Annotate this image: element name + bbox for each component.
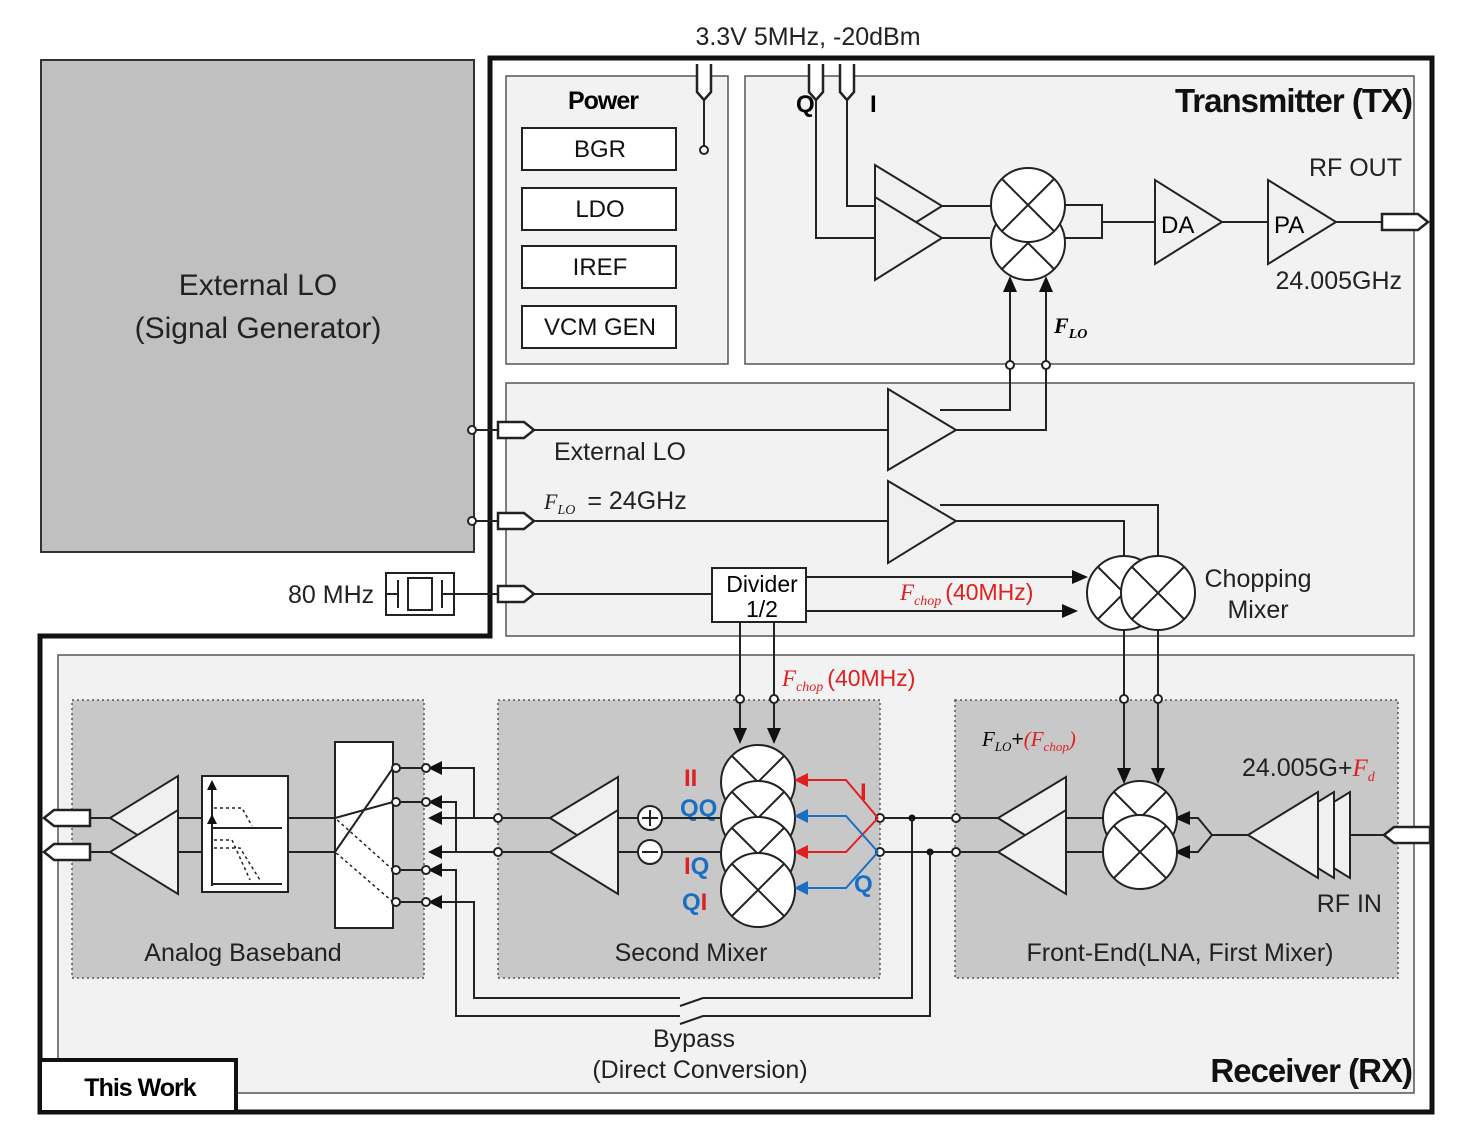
second-mixer-label: Second Mixer — [615, 939, 768, 967]
first-mixer-q — [1102, 814, 1178, 890]
flo-port — [496, 511, 537, 531]
crystal-label: 80 MHz — [288, 581, 374, 609]
crystal-port — [496, 584, 537, 604]
tx-i-pin — [838, 64, 875, 207]
supply-pin — [695, 64, 713, 155]
svg-text:1/2: 1/2 — [746, 596, 778, 622]
rf-out-port — [1380, 212, 1431, 232]
baseband-amp-2 — [108, 808, 179, 896]
lo-flo-label: FLO= 24GHz — [543, 487, 687, 518]
power-block-iref: IREF — [521, 245, 677, 289]
lna-icon — [1246, 790, 1351, 880]
tx-i-label: I — [870, 91, 877, 118]
second-mixer-qi — [720, 852, 796, 928]
power-block-vcm-gen: VCM GEN — [521, 305, 677, 349]
external-lo-subtitle: (Signal Generator) — [135, 312, 382, 345]
chopping-mixer-label-2: Mixer — [1227, 596, 1288, 624]
rx-frequency-label: 24.005G+Fd — [1242, 754, 1376, 785]
rx-i-arrow-label: I — [860, 779, 867, 806]
svg-text:BGR: BGR — [574, 136, 626, 163]
tx-q-pin — [807, 64, 875, 239]
rf-in-port — [1381, 825, 1432, 845]
power-title: Power — [568, 87, 639, 115]
tag-qi: QI — [682, 889, 707, 916]
tx-pa-label: PA — [1274, 212, 1304, 239]
external-lo-title: External LO — [179, 269, 337, 302]
rf-out-label: RF OUT — [1309, 154, 1402, 182]
power-block-ldo: LDO — [521, 187, 677, 231]
tx-title: Transmitter (TX) — [1175, 82, 1412, 119]
this-work-box — [38, 1058, 238, 1114]
rx-q-arrow-label: Q — [854, 871, 873, 898]
chopping-mixer-label-1: Chopping — [1204, 565, 1311, 593]
svg-text:VCM GEN: VCM GEN — [544, 314, 656, 341]
svg-text:IREF: IREF — [573, 254, 628, 281]
rf-in-label: RF IN — [1317, 890, 1382, 918]
lo-fchop-label: Fchop(40MHz) — [899, 579, 1033, 609]
tag-iq: IQ — [684, 853, 709, 880]
tx-power-amp — [1267, 178, 1338, 266]
external-lo-port — [496, 420, 537, 440]
tx-mixer-i — [990, 167, 1066, 243]
tag-ii: II — [684, 765, 697, 792]
lo-buffer-rx — [887, 479, 958, 565]
front-end-label: Front-End(LNA, First Mixer) — [1027, 939, 1334, 967]
svg-text:LDO: LDO — [575, 196, 624, 223]
rx-second-amp-2 — [548, 808, 619, 896]
adder-plus-icon — [637, 805, 663, 831]
analog-baseband-label: Analog Baseband — [144, 939, 341, 967]
tx-frequency: 24.005GHz — [1276, 267, 1402, 295]
this-work-label: This Work — [84, 1074, 196, 1102]
divider-block: Divider 1/2 — [711, 567, 807, 623]
top-supply-label: 3.3V 5MHz, -20dBm — [695, 23, 920, 51]
lo-external-lo-label: External LO — [554, 438, 686, 466]
tx-flo-label: FLO — [1053, 313, 1087, 342]
baseband-out-port-1 — [41, 808, 92, 828]
rx-fchop-label: Fchop(40MHz) — [781, 665, 915, 695]
baseband-out-port-2 — [41, 842, 92, 862]
tx-amp-q — [874, 195, 944, 282]
crystal-icon — [385, 572, 455, 616]
rx-title: Receiver (RX) — [1210, 1052, 1412, 1089]
flo-plus-fchop-label: FLO+(Fchop) — [981, 727, 1076, 754]
tx-driver-amp — [1154, 178, 1224, 266]
bypass-label-2: (Direct Conversion) — [592, 1056, 807, 1084]
svg-text:Divider: Divider — [726, 571, 798, 597]
lo-buffer-tx — [887, 387, 958, 472]
adder-minus-icon — [637, 839, 663, 865]
second-mixer-block — [497, 699, 881, 979]
switch-matrix — [334, 741, 394, 929]
bypass-label-1: Bypass — [653, 1025, 735, 1053]
chopping-mixer-2 — [1120, 555, 1196, 631]
external-lo-generator — [40, 59, 475, 553]
tx-q-label: Q — [796, 91, 815, 118]
power-block-bgr: BGR — [521, 127, 677, 171]
tx-da-label: DA — [1161, 212, 1194, 239]
rx-if-amp-2 — [996, 808, 1067, 896]
lowpass-filter-icon — [201, 775, 289, 893]
